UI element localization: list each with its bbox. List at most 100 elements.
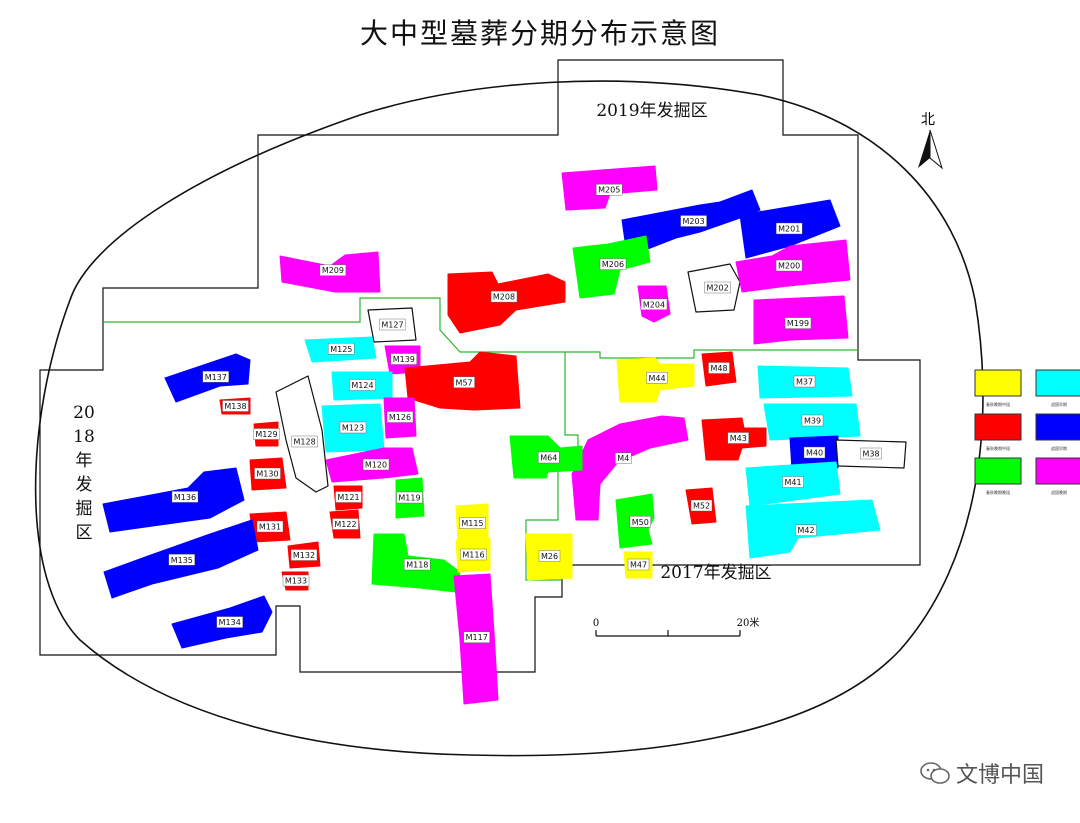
tomb-m130: M130 bbox=[249, 457, 287, 491]
tomb-label-box bbox=[362, 458, 390, 471]
tomb-label: M40 bbox=[806, 449, 823, 458]
tomb-label-box bbox=[332, 518, 359, 530]
tomb-m39: M39 bbox=[763, 403, 861, 441]
tomb-m4: M4 bbox=[571, 415, 689, 521]
tomb-label: M137 bbox=[205, 373, 227, 382]
tomb-label: M39 bbox=[804, 417, 821, 426]
tomb-label-box bbox=[349, 379, 376, 391]
tomb-m204: M204 bbox=[637, 285, 671, 323]
area-label-2017: 2017年发掘区 bbox=[660, 563, 771, 583]
area-label-2018-line: 掘 bbox=[76, 499, 93, 519]
tomb-m136: M136 bbox=[102, 467, 245, 533]
tomb-m206: M206 bbox=[572, 235, 651, 299]
tomb-label-box bbox=[339, 421, 367, 434]
tomb-label: M44 bbox=[648, 374, 665, 383]
tomb-label: M116 bbox=[462, 551, 484, 560]
scale-bar: 0 20米 bbox=[593, 616, 759, 637]
wechat-icon bbox=[920, 762, 950, 784]
tomb-label: M42 bbox=[797, 526, 814, 535]
tomb-m126: M126 bbox=[383, 397, 417, 439]
legend-item: 春秋晚期中段 bbox=[974, 413, 1022, 451]
tomb-m124: M124 bbox=[331, 371, 393, 401]
tomb-label-box bbox=[775, 259, 803, 272]
tomb-m132: M132 bbox=[287, 541, 321, 569]
legend-item: 战国早期 bbox=[1035, 369, 1080, 407]
legend-swatch bbox=[974, 457, 1022, 485]
tomb-m205: M205 bbox=[561, 165, 658, 211]
area-label-2018-line: 发 bbox=[76, 475, 93, 495]
tomb-m120: M120 bbox=[325, 447, 419, 483]
tomb-label-box bbox=[538, 550, 561, 562]
tomb-m134: M134 bbox=[171, 595, 273, 649]
area-label-2018-line: 20 bbox=[73, 403, 95, 423]
excavation-area-outline bbox=[39, 59, 921, 673]
tomb-m117: M117 bbox=[453, 573, 499, 705]
watermark: 文博中国 bbox=[920, 757, 1044, 789]
tomb-label: M41 bbox=[784, 478, 801, 487]
tomb-label-box bbox=[216, 616, 243, 628]
tomb-m200: M200 bbox=[735, 239, 851, 293]
tomb-m57: M57 bbox=[404, 351, 521, 411]
tomb-label: M47 bbox=[630, 561, 647, 570]
tomb-label: M57 bbox=[456, 378, 473, 387]
legend-label: 战国晚期 bbox=[1051, 489, 1067, 495]
tomb-label-box bbox=[335, 491, 362, 503]
area-label-2018-line: 18 bbox=[73, 427, 95, 447]
tomb-label: M132 bbox=[293, 551, 315, 560]
tomb-m64: M64 bbox=[509, 435, 583, 479]
tomb-label-box bbox=[704, 281, 731, 294]
tomb-label-box bbox=[782, 476, 804, 488]
legend-label: 春秋晚期中段 bbox=[986, 401, 1010, 407]
legend-swatch bbox=[974, 369, 1022, 397]
tomb-label-box bbox=[379, 318, 406, 331]
tomb-label-box bbox=[171, 491, 199, 503]
tomb-m40: M40 bbox=[789, 435, 839, 471]
tomb-shape bbox=[275, 375, 329, 493]
tomb-m129: M129 bbox=[253, 421, 280, 447]
tomb-label: M37 bbox=[796, 378, 813, 387]
tomb-label: M117 bbox=[466, 633, 488, 642]
area-label-2018-line: 年 bbox=[76, 451, 93, 471]
tomb-label: M201 bbox=[778, 225, 800, 234]
tomb-shape bbox=[447, 271, 566, 334]
tomb-m122: M122 bbox=[329, 509, 361, 539]
tomb-label-box bbox=[290, 549, 318, 561]
tomb-label-box bbox=[460, 548, 487, 561]
tomb-m47: M47 bbox=[623, 551, 653, 579]
tomb-label-box bbox=[453, 376, 475, 388]
tomb-label: M130 bbox=[256, 470, 278, 479]
site-oval-boundary bbox=[34, 80, 984, 757]
tomb-m121: M121 bbox=[333, 485, 363, 511]
tomb-label-box bbox=[291, 435, 318, 448]
tomb-label: M122 bbox=[334, 520, 356, 529]
legend-label: 春秋晚期晚段 bbox=[986, 489, 1010, 495]
tomb-label: M208 bbox=[493, 293, 515, 302]
legend-swatch bbox=[1035, 413, 1080, 441]
tomb-label: M200 bbox=[778, 262, 800, 271]
tomb-m125: M125 bbox=[304, 336, 377, 363]
tomb-label-box bbox=[463, 631, 490, 643]
tomb-label: M134 bbox=[219, 618, 241, 627]
tomb-m43: M43 bbox=[701, 417, 767, 461]
legend-item: 春秋晚期中段 bbox=[974, 369, 1022, 407]
tomb-label: M123 bbox=[342, 424, 364, 433]
tomb-label: M115 bbox=[461, 519, 483, 528]
legend-label: 战国早期 bbox=[1051, 445, 1067, 451]
tomb-m41: M41 bbox=[745, 461, 841, 507]
tomb-label: M38 bbox=[862, 450, 879, 459]
tomb-label-box bbox=[459, 517, 486, 529]
tomb-label: M48 bbox=[710, 364, 727, 373]
tomb-m115: M115 bbox=[455, 503, 489, 543]
legend-swatch bbox=[1035, 457, 1080, 485]
tomb-m119: M119 bbox=[395, 477, 425, 519]
tomb-label-box bbox=[646, 372, 668, 384]
tomb-label: M199 bbox=[787, 319, 809, 328]
tomb-label-box bbox=[599, 258, 627, 270]
tomb-label-box bbox=[860, 447, 882, 460]
tomb-m42: M42 bbox=[745, 499, 881, 559]
tomb-label: M126 bbox=[389, 413, 411, 422]
legend-item: 春秋晚期晚段 bbox=[974, 457, 1022, 495]
map-title: 大中型墓葬分期分布示意图 bbox=[359, 17, 720, 50]
tomb-label: M204 bbox=[643, 300, 665, 309]
